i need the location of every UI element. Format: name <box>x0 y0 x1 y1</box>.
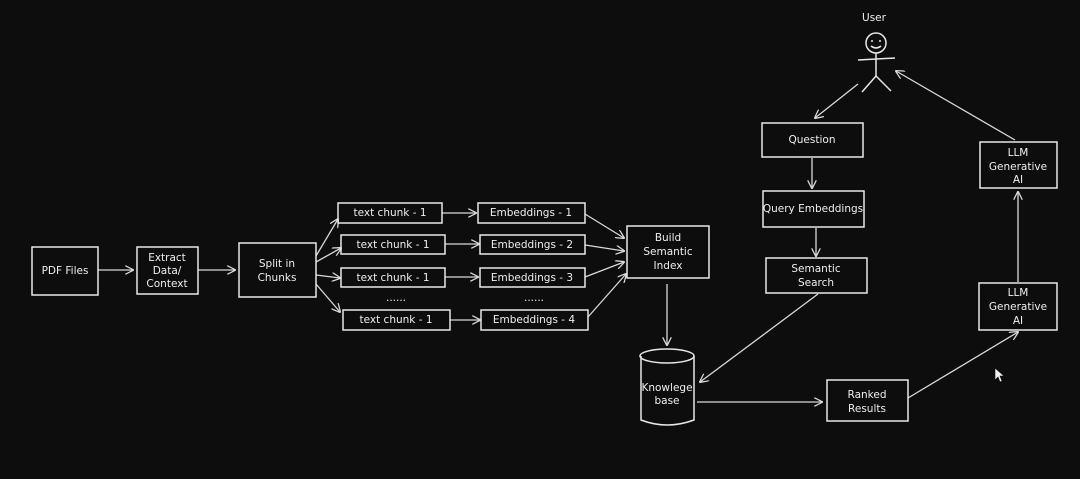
node-embeddings-2: Embeddings - 2 <box>479 234 586 255</box>
node-build-index-line-3: Index <box>654 260 683 272</box>
edge-emb-1-to-index <box>584 213 624 238</box>
node-embeddings-1-label: Embeddings - 1 <box>490 207 572 219</box>
node-build-index-line-1: Build <box>655 232 681 244</box>
node-ranked-results-line-1: Ranked <box>848 389 887 401</box>
user-label: User <box>862 12 887 24</box>
node-text-chunk-2: text chunk - 1 <box>340 234 446 255</box>
node-llm-upper-line-1: LLM <box>1008 147 1029 159</box>
node-text-chunk-4: text chunk - 1 <box>342 309 451 331</box>
node-llm-lower-line-1: LLM <box>1008 287 1029 299</box>
node-split-line-2: Chunks <box>258 272 297 284</box>
node-query-embeddings-label: Query Embeddings <box>763 203 863 215</box>
embeddings-ellipsis: ...... <box>524 292 544 304</box>
node-question: Question <box>761 122 864 158</box>
mouse-cursor-icon <box>994 367 1005 383</box>
node-question-label: Question <box>789 134 836 146</box>
edge-emb-4-to-index <box>587 274 626 318</box>
node-embeddings-3: Embeddings - 3 <box>479 267 586 288</box>
node-text-chunk-1: text chunk - 1 <box>337 202 443 224</box>
node-semantic-search-line-2: Search <box>798 277 834 289</box>
node-llm-lower-line-2: Generative <box>989 301 1047 313</box>
node-ranked-results: Ranked Results <box>826 379 909 422</box>
node-embeddings-4: Embeddings - 4 <box>480 309 589 331</box>
node-semantic-search: Semantic Search <box>765 257 868 294</box>
node-knowledge-base: Knowlege base <box>639 348 695 426</box>
edge-user-to-question <box>815 83 859 118</box>
node-llm-generative-ai-lower: LLM Generative AI <box>978 282 1058 331</box>
stick-figure-icon <box>857 32 896 93</box>
node-knowledge-base-line-1: Knowlege <box>641 382 692 394</box>
node-pdf-files: PDF Files <box>31 246 99 296</box>
chunk-ellipsis: ...... <box>386 292 406 304</box>
node-text-chunk-3: text chunk - 1 <box>340 267 446 288</box>
node-llm-generative-ai-upper: LLM Generative AI <box>979 141 1058 189</box>
node-embeddings-3-label: Embeddings - 3 <box>491 272 573 284</box>
node-build-index-line-2: Semantic <box>643 246 692 258</box>
edge-split-to-chunk-4 <box>315 283 340 312</box>
node-ranked-results-line-2: Results <box>848 403 886 415</box>
user-actor: User <box>857 12 896 93</box>
edge-split-to-chunk-1 <box>315 219 338 257</box>
edge-split-to-chunk-3 <box>315 275 340 278</box>
node-extract-line-2: Data/ <box>153 265 182 277</box>
edge-split-to-chunk-2 <box>315 248 341 263</box>
node-pdf-files-line-1: PDF Files <box>42 265 89 277</box>
node-embeddings-4-label: Embeddings - 4 <box>493 314 575 326</box>
edge-emb-2-to-index <box>584 244 624 251</box>
edge-emb-3-to-index <box>584 262 624 278</box>
node-llm-lower-line-3: AI <box>1013 315 1023 327</box>
node-text-chunk-3-label: text chunk - 1 <box>356 272 429 284</box>
node-llm-upper-line-2: Generative <box>989 161 1047 173</box>
node-extract-line-1: Extract <box>148 252 186 264</box>
edges <box>98 71 1018 402</box>
node-query-embeddings: Query Embeddings <box>762 190 865 228</box>
node-extract-data: Extract Data/ Context <box>136 246 199 295</box>
node-text-chunk-2-label: text chunk - 1 <box>356 239 429 251</box>
node-split-chunks: Split in Chunks <box>238 242 317 298</box>
node-embeddings-2-label: Embeddings - 2 <box>491 239 573 251</box>
node-build-semantic-index: Build Semantic Index <box>626 225 710 279</box>
node-text-chunk-1-label: text chunk - 1 <box>353 207 426 219</box>
edge-ranked-to-llm-lower <box>907 332 1018 399</box>
database-icon <box>639 348 695 426</box>
node-llm-upper-line-3: AI <box>1013 174 1023 186</box>
node-knowledge-base-line-2: base <box>654 395 679 407</box>
node-split-line-1: Split in <box>259 258 295 270</box>
node-embeddings-1: Embeddings - 1 <box>477 202 586 224</box>
node-extract-line-3: Context <box>146 278 187 290</box>
node-text-chunk-4-label: text chunk - 1 <box>359 314 432 326</box>
edge-search-to-knowledge-base <box>700 293 819 382</box>
node-semantic-search-line-1: Semantic <box>791 263 840 275</box>
edge-llm-upper-to-user <box>896 71 1016 141</box>
